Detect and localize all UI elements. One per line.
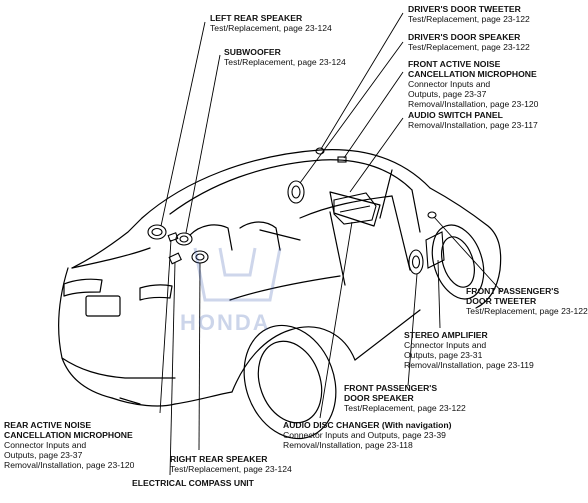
callout-title: DRIVER'S DOOR TWEETER xyxy=(408,4,521,14)
callout-left-rear-speaker: LEFT REAR SPEAKER Test/Replacement, page… xyxy=(210,13,332,33)
callout-title: STEREO AMPLIFIER xyxy=(404,330,488,340)
callout-title: FRONT PASSENGER'S xyxy=(344,383,438,393)
callout-front-anc-mic: FRONT ACTIVE NOISE CANCELLATION MICROPHO… xyxy=(408,59,538,109)
subwoofer-part xyxy=(175,232,193,246)
callout-title: REAR ACTIVE NOISE xyxy=(4,420,92,430)
callout-text: Test/Replacement, page 23-122 xyxy=(408,14,530,24)
callout-text: Outputs, page 23-37 xyxy=(408,89,487,99)
callout-text: Connector Inputs and Outputs, page 23-39 xyxy=(283,430,446,440)
drivers-door-speaker-part xyxy=(287,180,305,204)
callout-title: CANCELLATION MICROPHONE xyxy=(4,430,133,440)
callout-title: LEFT REAR SPEAKER xyxy=(210,13,303,23)
callout-electrical-compass-unit: ELECTRICAL COMPASS UNIT xyxy=(132,478,254,488)
callout-subwoofer: SUBWOOFER Test/Replacement, page 23-124 xyxy=(224,47,346,67)
callout-audio-disc-changer: AUDIO DISC CHANGER (With navigation) Con… xyxy=(283,420,451,450)
callout-title: DOOR SPEAKER xyxy=(344,393,414,403)
callout-stereo-amplifier: STEREO AMPLIFIER Connector Inputs and Ou… xyxy=(404,330,534,370)
callout-text: Test/Replacement, page 23-122 xyxy=(466,306,588,316)
callout-rear-anc-mic: REAR ACTIVE NOISE CANCELLATION MICROPHON… xyxy=(4,420,134,470)
callout-text: Connector Inputs and xyxy=(4,440,87,450)
honda-watermark xyxy=(193,247,282,302)
callout-front-passenger-door-speaker: FRONT PASSENGER'S DOOR SPEAKER Test/Repl… xyxy=(344,383,466,413)
callout-drivers-door-tweeter: DRIVER'S DOOR TWEETER Test/Replacement, … xyxy=(408,4,530,24)
callout-text: Removal/Installation, page 23-120 xyxy=(408,99,539,109)
callout-title: SUBWOOFER xyxy=(224,47,281,57)
front-passenger-door-tweeter-part xyxy=(427,211,437,219)
rear-anc-mic-part xyxy=(167,232,179,242)
callout-text: Outputs, page 23-37 xyxy=(4,450,83,460)
callout-title: AUDIO SWITCH PANEL xyxy=(408,110,503,120)
callout-text: Connector Inputs and xyxy=(408,79,491,89)
callout-title: RIGHT REAR SPEAKER xyxy=(170,454,268,464)
leader-lines xyxy=(159,12,503,476)
car-body-outline xyxy=(58,149,502,440)
front-anc-mic-part xyxy=(337,156,347,163)
callout-text: Connector Inputs and xyxy=(404,340,487,350)
callout-title: FRONT PASSENGER'S xyxy=(466,286,560,296)
front-passenger-door-speaker-part xyxy=(408,249,424,275)
callout-text: Test/Replacement, page 23-122 xyxy=(344,403,466,413)
callout-front-passenger-door-tweeter: FRONT PASSENGER'S DOOR TWEETER Test/Repl… xyxy=(466,286,588,316)
stereo-amplifier-part xyxy=(425,231,445,269)
callout-title: AUDIO DISC CHANGER (With navigation) xyxy=(283,420,452,430)
callout-title: FRONT ACTIVE NOISE xyxy=(408,59,501,69)
drivers-door-tweeter-part xyxy=(315,147,325,155)
callout-audio-switch-panel: AUDIO SWITCH PANEL Removal/Installation,… xyxy=(408,110,538,130)
audio-disc-changer-part xyxy=(333,192,377,225)
callout-title: CANCELLATION MICROPHONE xyxy=(408,69,537,79)
callout-text: Removal/Installation, page 23-120 xyxy=(4,460,135,470)
callout-text: Test/Replacement, page 23-124 xyxy=(224,57,346,67)
components xyxy=(147,147,445,275)
callout-text: Test/Replacement, page 23-124 xyxy=(210,23,332,33)
honda-watermark-text: HONDA xyxy=(180,310,271,335)
callout-text: Removal/Installation, page 23-117 xyxy=(408,120,538,130)
callout-text: Outputs, page 23-31 xyxy=(404,350,483,360)
callout-title: ELECTRICAL COMPASS UNIT xyxy=(132,478,254,488)
left-rear-speaker-part xyxy=(147,224,167,240)
callout-title: DOOR TWEETER xyxy=(466,296,537,306)
callout-text: Removal/Installation, page 23-118 xyxy=(283,440,413,450)
electrical-compass-unit-part xyxy=(168,252,182,265)
callout-right-rear-speaker: RIGHT REAR SPEAKER Test/Replacement, pag… xyxy=(170,454,292,474)
callout-title: DRIVER'S DOOR SPEAKER xyxy=(408,32,521,42)
audio-components-diagram: HONDA xyxy=(58,12,503,476)
callout-text: Removal/Installation, page 23-119 xyxy=(404,360,534,370)
callout-text: Test/Replacement, page 23-124 xyxy=(170,464,292,474)
callout-text: Test/Replacement, page 23-122 xyxy=(408,42,530,52)
callout-drivers-door-speaker: DRIVER'S DOOR SPEAKER Test/Replacement, … xyxy=(408,32,530,52)
